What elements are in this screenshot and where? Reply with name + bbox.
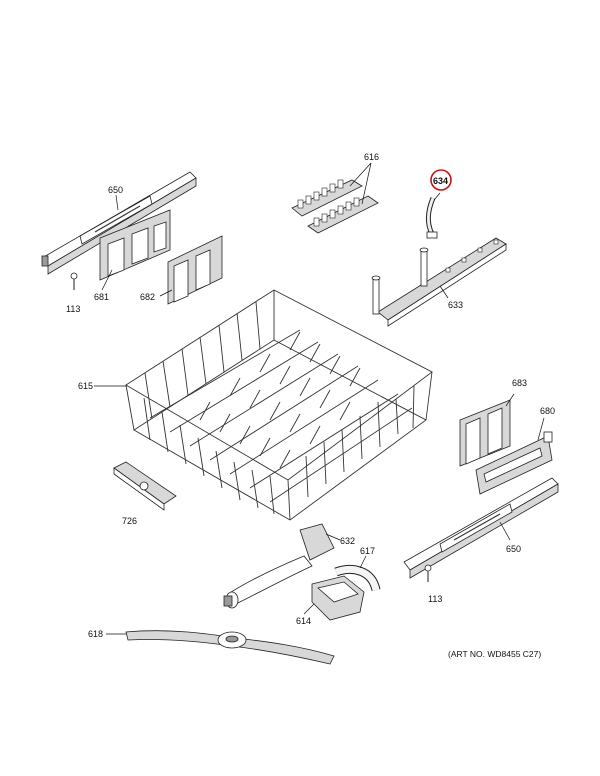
art-number: (ART NO. WD8455 C27) <box>448 649 541 659</box>
part-113-screw-top[interactable] <box>70 272 78 290</box>
label-616: 616 <box>364 152 379 162</box>
part-683-bracket[interactable] <box>459 399 511 467</box>
part-618-spray-arm[interactable] <box>125 630 335 665</box>
label-113-top: 113 <box>66 304 80 314</box>
part-616-nozzles[interactable] <box>291 179 379 234</box>
part-681-bracket[interactable] <box>99 209 171 281</box>
part-633-manifold[interactable] <box>371 237 507 327</box>
part-682-bracket[interactable] <box>167 235 223 305</box>
part-634-tube[interactable] <box>425 197 438 239</box>
label-683: 683 <box>512 378 527 388</box>
part-632-feed[interactable] <box>223 523 335 609</box>
label-618: 618 <box>88 629 103 639</box>
part-650-rail-right[interactable] <box>403 477 559 579</box>
label-680: 680 <box>540 406 555 416</box>
label-650-top: 650 <box>108 185 123 195</box>
label-726: 726 <box>122 516 137 526</box>
label-681: 681 <box>94 292 109 302</box>
highlight-ring-634 <box>430 169 452 191</box>
part-614-housing[interactable] <box>311 575 365 621</box>
label-615: 615 <box>78 381 93 391</box>
label-634[interactable]: 634 <box>433 176 448 186</box>
part-617-hose[interactable] <box>334 564 381 592</box>
label-614: 614 <box>296 616 311 626</box>
label-617: 617 <box>360 546 375 556</box>
label-650-right: 650 <box>506 544 521 554</box>
part-680-adjuster[interactable] <box>475 431 553 495</box>
label-682: 682 <box>140 292 155 302</box>
label-632: 632 <box>340 536 355 546</box>
part-615-upper-rack[interactable] <box>125 289 433 521</box>
part-113-screw-right[interactable] <box>424 564 432 582</box>
label-113-right: 113 <box>428 594 442 604</box>
part-726-plate[interactable] <box>113 461 177 511</box>
part-650-rail-left[interactable] <box>41 171 197 275</box>
label-633: 633 <box>448 300 463 310</box>
